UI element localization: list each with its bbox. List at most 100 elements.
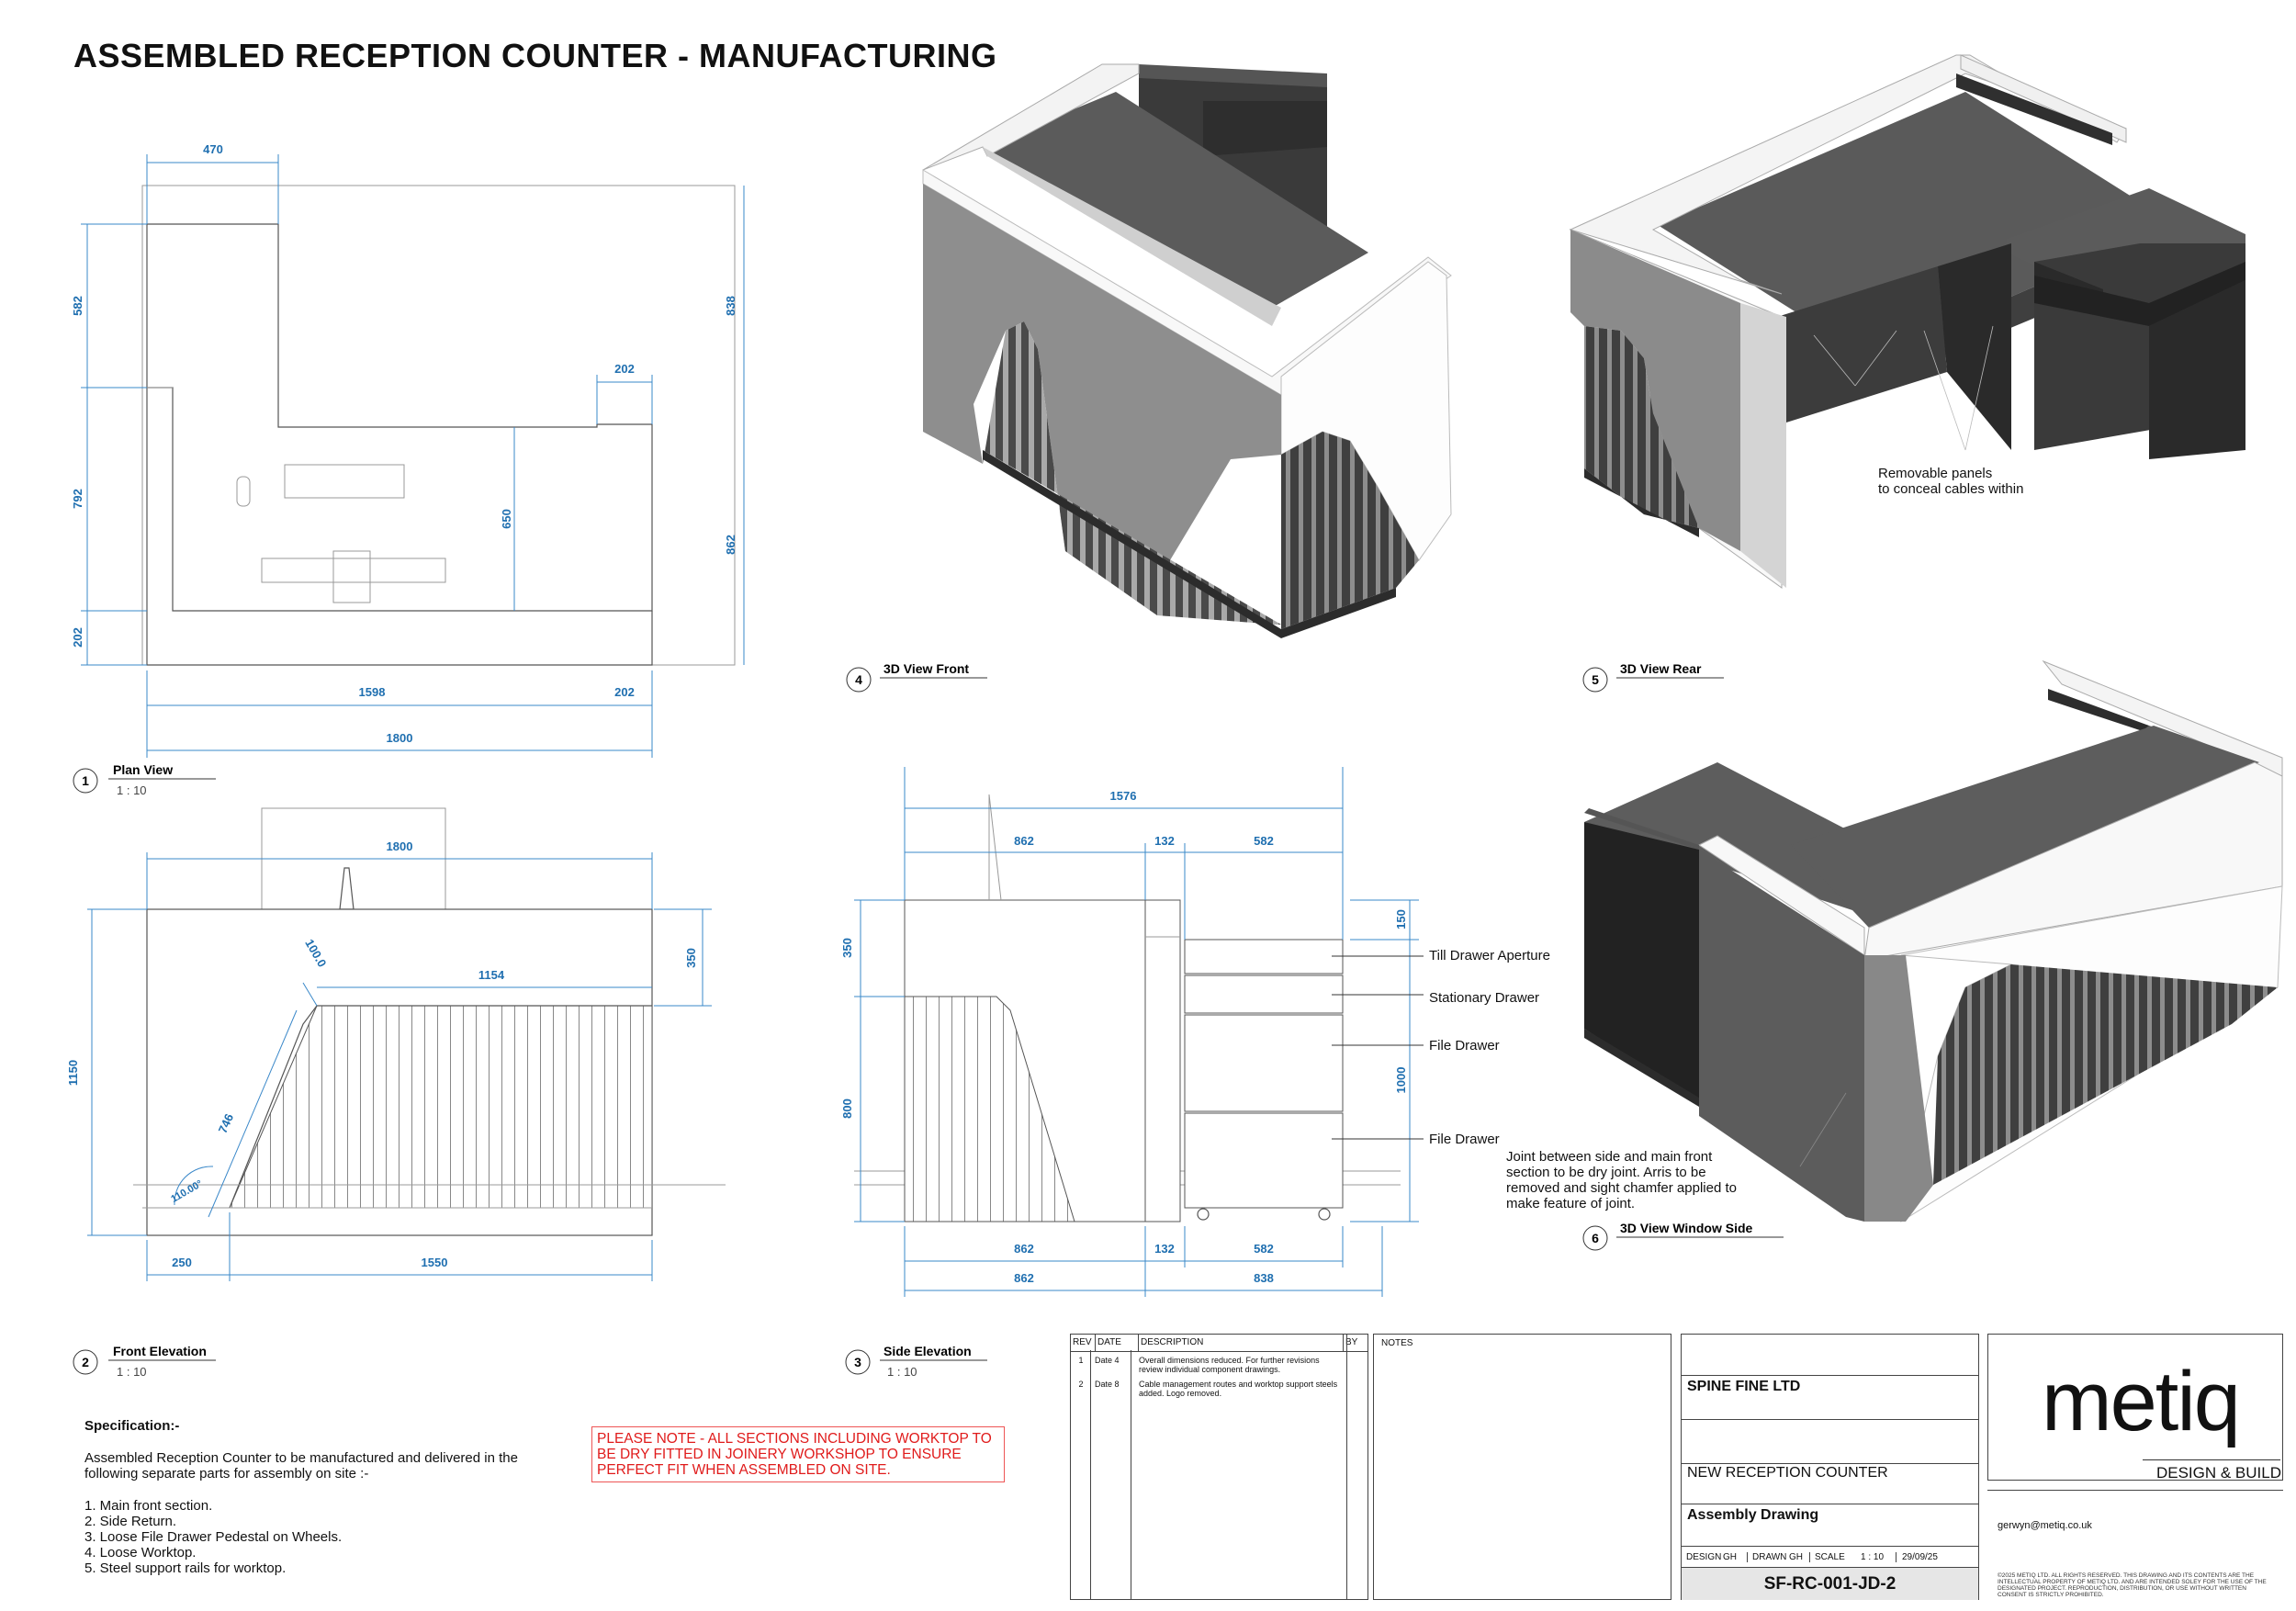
notes-box: NOTES [1373,1334,1671,1600]
annotation-joint-1: Joint between side and main front [1506,1149,1713,1165]
dim-862-c: 862 [1014,1271,1034,1285]
dim-202-c: 202 [614,685,635,699]
revision-row: 1 Date 4 Overall dimensions reduced. For… [1071,1352,1367,1374]
notes-label: NOTES [1381,1338,1413,1348]
design-label: DESIGN [1686,1551,1722,1562]
view-scale-plan: 1 : 10 [117,783,147,797]
dim-470: 470 [203,142,223,156]
dim-792: 792 [71,489,84,509]
dim-132: 132 [1154,834,1175,848]
annotation-joint-4: make feature of joint. [1506,1196,1635,1211]
spec-item: 4. Loose Worktop. [84,1545,197,1560]
annotation-panels-1: Removable panels [1878,466,1992,481]
spec-item: 3. Loose File Drawer Pedestal on Wheels. [84,1529,343,1545]
view-number-5 [1582,667,1608,693]
view-title-3d-rear: 3D View Rear [1620,661,1702,676]
drawn-value: GH [1789,1551,1810,1562]
rev-num: 2 [1078,1380,1084,1389]
specification: Specification:- Assembled Reception Coun… [84,1418,562,1576]
contact-email: gerwyn@metiq.co.uk [1998,1520,2092,1531]
dim-838: 838 [1254,1271,1274,1285]
annotation-panels-2: to conceal cables within [1878,481,2023,497]
view-num-text: 6 [1592,1231,1599,1245]
spec-item: 1. Main front section. [84,1498,213,1514]
dim-800: 800 [840,1098,854,1119]
view-title-3d-front: 3D View Front [884,661,969,676]
dim-132-b: 132 [1154,1242,1175,1256]
dim-1598: 1598 [359,685,386,699]
copyright-notice: ©2025 METIQ LTD. ALL RIGHTS RESERVED. TH… [1998,1572,2267,1598]
dim-350: 350 [840,938,854,958]
project-name: NEW RECEPTION COUNTER [1687,1465,1888,1481]
scale-label: SCALE [1815,1551,1845,1562]
rev-desc: Cable management routes and worktop supp… [1139,1380,1338,1398]
view-number-6 [1582,1225,1608,1251]
rev-date: Date 8 [1095,1380,1120,1389]
dim-1154: 1154 [478,968,505,982]
view-num-text: 3 [854,1355,861,1369]
spec-item: 2. Side Return. [84,1514,177,1529]
dim-862-b: 862 [1014,1242,1034,1256]
view-number-3 [845,1349,871,1375]
view-number-1 [73,768,98,794]
dim-150: 150 [1394,909,1408,929]
drawn-label: DRAWN [1752,1551,1787,1562]
dim-1150: 1150 [66,1060,80,1086]
dim-862: 862 [1014,834,1034,848]
label-stationary-drawer: Stationary Drawer [1429,990,1539,1006]
dim-582: 582 [1254,834,1274,848]
view-num-text: 5 [1592,672,1599,687]
drawing-number: SF-RC-001-JD-2 [1682,1567,1978,1600]
annotation-joint-3: removed and sight chamfer applied to [1506,1180,1737,1196]
brand-tagline: DESIGN & BUILD [2155,1464,2281,1481]
view-scale-front: 1 : 10 [117,1365,147,1379]
dim-1550: 1550 [422,1256,448,1269]
view-title-front: Front Elevation [113,1344,207,1358]
label-till-drawer: Till Drawer Aperture [1429,948,1550,963]
view-title-side: Side Elevation [884,1344,972,1358]
label-file-drawer: File Drawer [1429,1038,1500,1053]
view-title-3d-window: 3D View Window Side [1620,1221,1753,1235]
dim-838: 838 [724,296,737,316]
view-3d-rear: Removable panels to conceal cables withi… [1569,54,2245,693]
spec-item: 5. Steel support rails for worktop. [84,1560,287,1576]
client-name: SPINE FINE LTD [1687,1379,1801,1394]
revision-table: REV DATE DESCRIPTION BY 1 Date 4 Overall… [1070,1334,1368,1600]
by-header: BY [1345,1337,1358,1347]
dim-582: 582 [71,296,84,316]
dim-582-b: 582 [1254,1242,1274,1256]
spec-heading: Specification:- [84,1418,180,1434]
rev-date: Date 4 [1095,1356,1120,1365]
dim-202-b: 202 [71,627,84,648]
view-num-text: 1 [82,773,89,788]
annotation-joint-2: section to be dry joint. Arris to be [1506,1165,1706,1180]
spec-intro: Assembled Reception Counter to be manufa… [84,1450,518,1481]
dim-1800: 1800 [387,839,413,853]
view-number-4 [846,667,872,693]
view-scale-side: 1 : 10 [887,1365,917,1379]
title-block: SPINE FINE LTD NEW RECEPTION COUNTER Ass… [1681,1334,1979,1600]
dim-250: 250 [172,1256,192,1269]
dim-862: 862 [724,535,737,555]
warning-note: PLEASE NOTE - ALL SECTIONS INCLUDING WOR… [591,1426,1005,1482]
desc-header: DESCRIPTION [1139,1335,1344,1351]
rev-desc: Overall dimensions reduced. For further … [1139,1356,1320,1374]
metiq-logo: metiq [2042,1355,2241,1448]
view-3d-window-side: Joint between side and main front sectio… [1506,659,2283,1251]
plan-view: 470 582 838 202 792 650 862 202 1598 202… [71,142,745,797]
dim-1576: 1576 [1110,789,1137,803]
page-title: ASSEMBLED RECEPTION COUNTER - MANUFACTUR… [73,37,997,74]
brand-block: metiq DESIGN & BUILD gerwyn@metiq.co.uk … [1986,1334,2285,1600]
date-header: DATE [1096,1335,1139,1351]
label-file-drawer-2: File Drawer [1429,1132,1500,1147]
view-3d-front: 4 3D View Front [846,63,1452,693]
rev-header: REV [1071,1335,1096,1351]
rev-num: 1 [1078,1356,1084,1365]
drawing-name: Assembly Drawing [1687,1507,1819,1523]
view-number-2 [73,1349,98,1375]
view-title-plan: Plan View [113,762,173,777]
scale-value: 1 : 10 [1861,1551,1896,1562]
view-num-text: 2 [82,1355,89,1369]
dim-650: 650 [500,509,513,529]
